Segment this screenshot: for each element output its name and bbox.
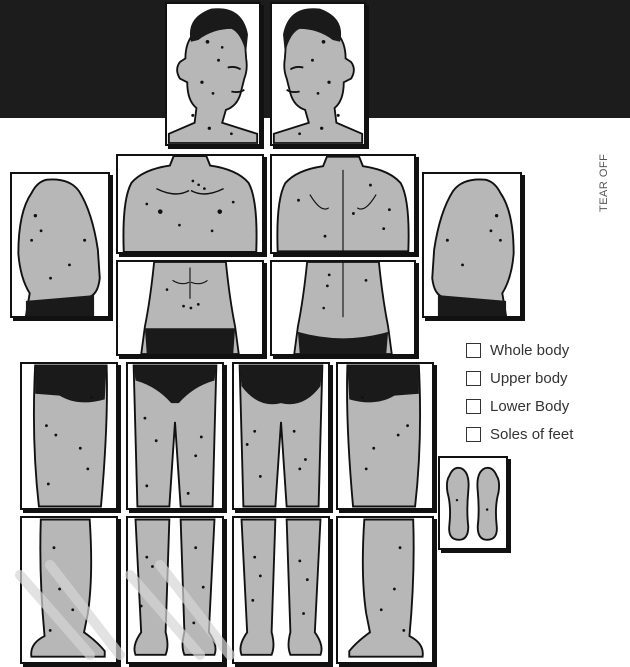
panel-soles-of-feet (438, 456, 508, 550)
panel-lower-back (270, 260, 416, 356)
panel-head-right-profile (270, 2, 366, 146)
body-area-checklist: Whole body Upper body Lower Body Soles o… (466, 336, 626, 448)
checklist-label: Soles of feet (490, 426, 573, 443)
panel-upper-leg-back (232, 362, 330, 510)
panel-upper-leg-front (126, 362, 224, 510)
background-watermark-strokes (10, 555, 250, 665)
panel-upper-leg-side-right (336, 362, 434, 510)
checklist-item-upper-body[interactable]: Upper body (466, 364, 626, 392)
panel-chest-front (116, 154, 264, 254)
panel-right-side-upper-torso (422, 172, 522, 318)
checklist-label: Whole body (490, 342, 569, 359)
panel-left-side-upper-torso (10, 172, 110, 318)
panel-head-left-profile (165, 2, 261, 146)
checklist-label: Lower Body (490, 398, 569, 415)
checklist-item-lower-body[interactable]: Lower Body (466, 392, 626, 420)
checkbox[interactable] (466, 343, 481, 358)
tear-off-label: TEAR OFF (598, 130, 618, 212)
checkbox[interactable] (466, 399, 481, 414)
checkbox[interactable] (466, 371, 481, 386)
panel-abdomen-front (116, 260, 264, 356)
checklist-item-whole-body[interactable]: Whole body (466, 336, 626, 364)
checkbox[interactable] (466, 427, 481, 442)
checklist-label: Upper body (490, 370, 568, 387)
checklist-item-soles-of-feet[interactable]: Soles of feet (466, 420, 626, 448)
panel-back-upper (270, 154, 416, 254)
panel-upper-leg-side-left (20, 362, 118, 510)
panel-lower-leg-side-right (336, 516, 434, 664)
